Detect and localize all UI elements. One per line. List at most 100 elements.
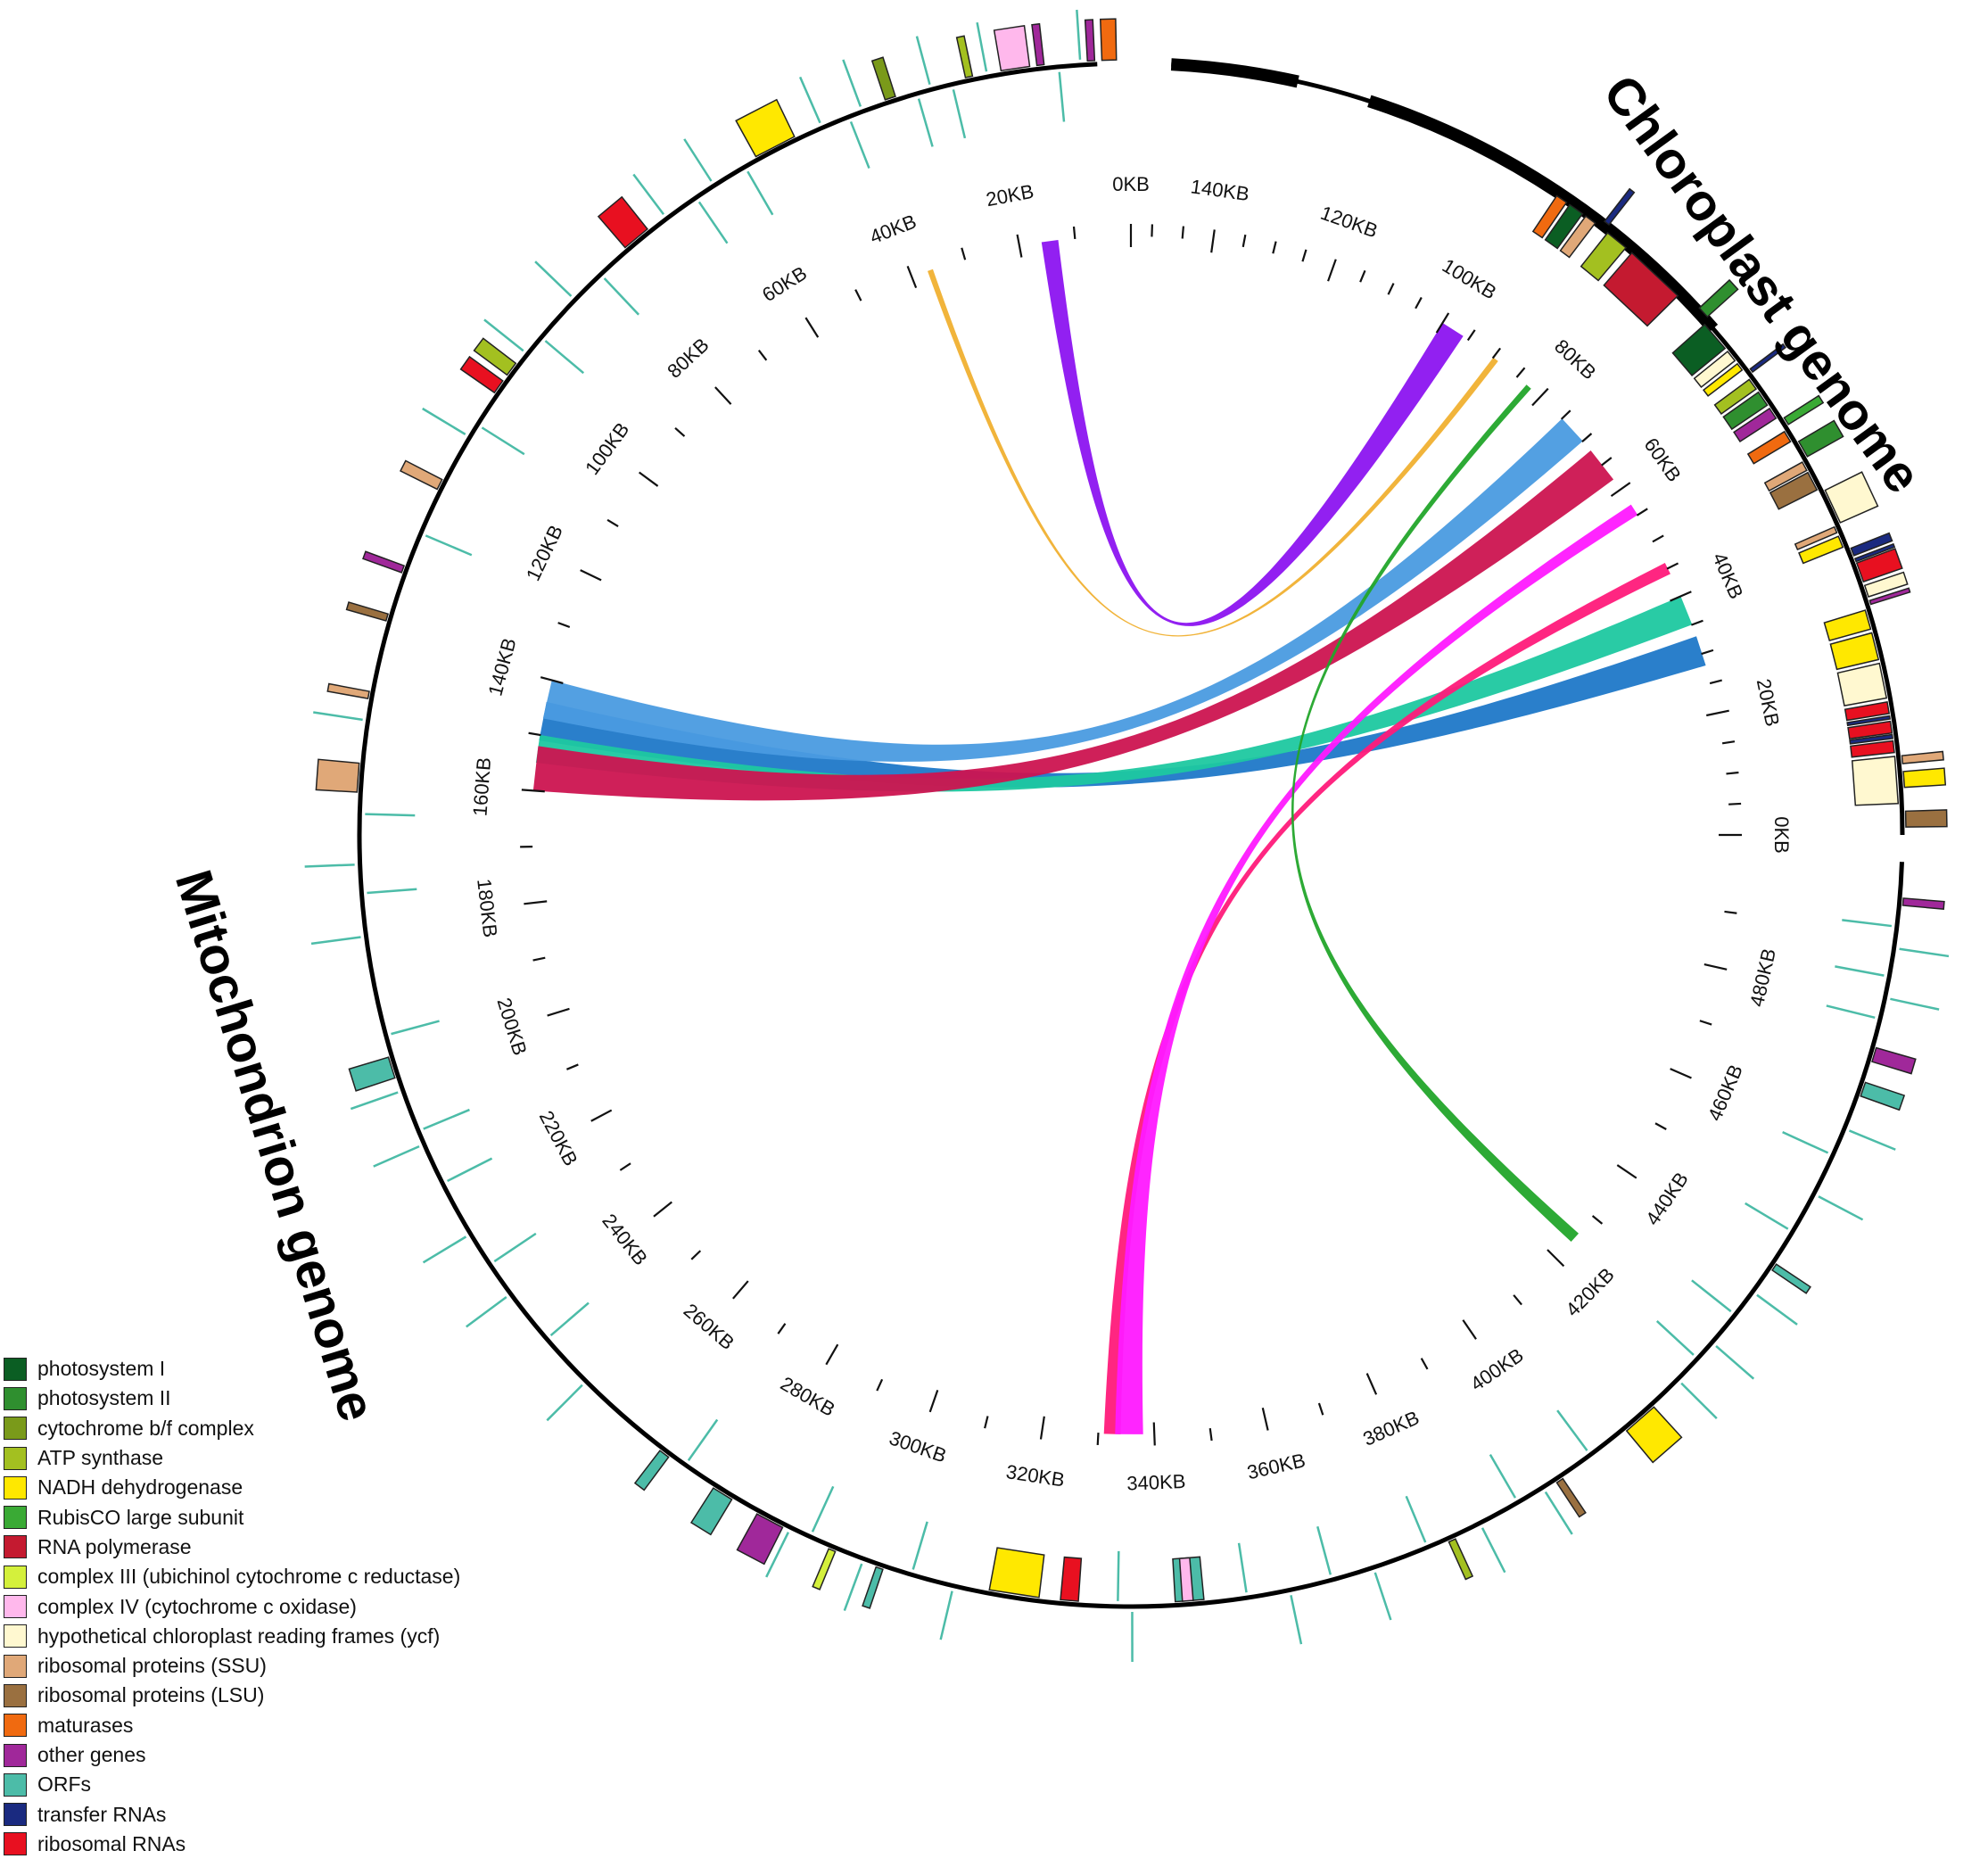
orf-mark (545, 341, 583, 373)
cp-tick (1328, 260, 1336, 281)
gene-block (691, 1488, 732, 1534)
cp-tick (1562, 410, 1571, 419)
orf-mark (494, 1234, 536, 1261)
legend-swatch (4, 1447, 27, 1470)
orf-mark (843, 60, 860, 106)
mitochondrion-title: Mitochondrion genome (164, 863, 387, 1427)
orf-mark (551, 1303, 589, 1336)
mito-tick (715, 387, 731, 404)
cp-tick (1728, 804, 1741, 805)
legend-label: ATP synthase (37, 1446, 163, 1470)
legend-item: photosystem I (4, 1354, 460, 1384)
orf-mark (1657, 1321, 1694, 1355)
cp-tick-label: 100KB (1439, 254, 1500, 304)
legend-label: cytochrome b/f complex (37, 1417, 254, 1441)
orf-mark (1317, 1526, 1331, 1574)
orf-mark (367, 889, 417, 893)
legend-swatch (4, 1832, 27, 1855)
gene-block (1604, 252, 1678, 326)
cp-tick (1637, 508, 1647, 515)
orf-mark (1681, 1384, 1717, 1419)
orf-mark (305, 864, 355, 866)
cp-tick-label: 0KB (1770, 816, 1793, 854)
legend-item: ORFs (4, 1770, 460, 1799)
cp-tick (1468, 330, 1475, 341)
legend-swatch (4, 1744, 27, 1767)
mito-tick-label: 400KB (1466, 1343, 1528, 1395)
mito-tick (961, 248, 965, 260)
cp-tick (1517, 368, 1525, 377)
gene-block (1837, 664, 1886, 706)
orf-mark (391, 1021, 439, 1035)
gene-block (327, 684, 369, 699)
mito-tick (1617, 1165, 1637, 1178)
legend-swatch (4, 1358, 27, 1381)
gene-block (1101, 19, 1117, 60)
legend-swatch (4, 1684, 27, 1707)
orf-mark (482, 427, 524, 454)
cp-tick (1243, 235, 1246, 247)
cp-tick (1653, 535, 1663, 541)
mito-tick (930, 1390, 938, 1412)
legend-swatch (4, 1803, 27, 1826)
orf-mark (1076, 10, 1080, 60)
orf-mark (800, 77, 820, 122)
gene-block (862, 1567, 883, 1608)
legend-item: photosystem II (4, 1384, 460, 1413)
cp-tick-label: 120KB (1317, 202, 1381, 243)
cp-tick (1183, 227, 1184, 239)
gene-block (347, 602, 388, 621)
orf-mark (1482, 1528, 1505, 1573)
legend-swatch (4, 1476, 27, 1500)
mito-tick-label: 60KB (758, 261, 811, 306)
legend-item: RNA polymerase (4, 1533, 460, 1562)
mito-tick (566, 1064, 578, 1069)
legend-swatch (4, 1655, 27, 1678)
cp-tick (1493, 348, 1500, 358)
cp-tick (1691, 621, 1703, 625)
mito-tick (1724, 912, 1736, 913)
mito-tick-label: 20KB (985, 180, 1036, 211)
orf-mark (689, 1420, 717, 1461)
orf-mark (424, 1236, 466, 1262)
cp-tick (1611, 483, 1629, 496)
orf-mark (919, 99, 933, 147)
orf-mark (684, 139, 711, 181)
mito-tick (778, 1324, 785, 1334)
mito-tick-label: 300KB (887, 1426, 950, 1467)
cp-tick (1273, 242, 1275, 254)
orf-mark (1783, 1132, 1828, 1153)
legend-item: complex III (ubichinol cytochrome c redu… (4, 1562, 460, 1591)
orf-mark (425, 535, 472, 555)
legend-label: ribosomal proteins (SSU) (37, 1654, 267, 1678)
orf-mark (1842, 920, 1892, 926)
synteny-ribbon (536, 596, 1692, 791)
legend-item: ribosomal proteins (SSU) (4, 1651, 460, 1681)
orf-mark (1890, 999, 1939, 1010)
legend-swatch (4, 1566, 27, 1589)
mito-tick (855, 290, 861, 301)
orf-mark (941, 1591, 953, 1640)
gene-block (1903, 768, 1945, 788)
mito-tick (1547, 1250, 1563, 1266)
orf-mark (1745, 1203, 1788, 1229)
orf-mark (913, 1522, 928, 1570)
cp-tick (1532, 389, 1548, 406)
gene-block (400, 461, 442, 490)
mito-tick (1514, 1295, 1522, 1305)
legend-label: ORFs (37, 1772, 91, 1797)
gene-block (989, 1548, 1043, 1598)
cp-tick (1389, 284, 1394, 295)
gene-block (1902, 898, 1944, 909)
gene-block (1556, 1479, 1585, 1517)
orf-mark (1060, 72, 1064, 122)
cp-tick-label: 80KB (1550, 335, 1600, 384)
mito-tick-label: 340KB (1126, 1470, 1186, 1495)
gene-block (1448, 1539, 1472, 1579)
mito-tick (654, 1202, 672, 1216)
gene-block (957, 36, 973, 78)
mito-tick (1700, 1020, 1712, 1024)
mito-tick (826, 1344, 837, 1365)
mito-tick-label: 140KB (483, 635, 520, 698)
gene-block (1901, 751, 1943, 764)
